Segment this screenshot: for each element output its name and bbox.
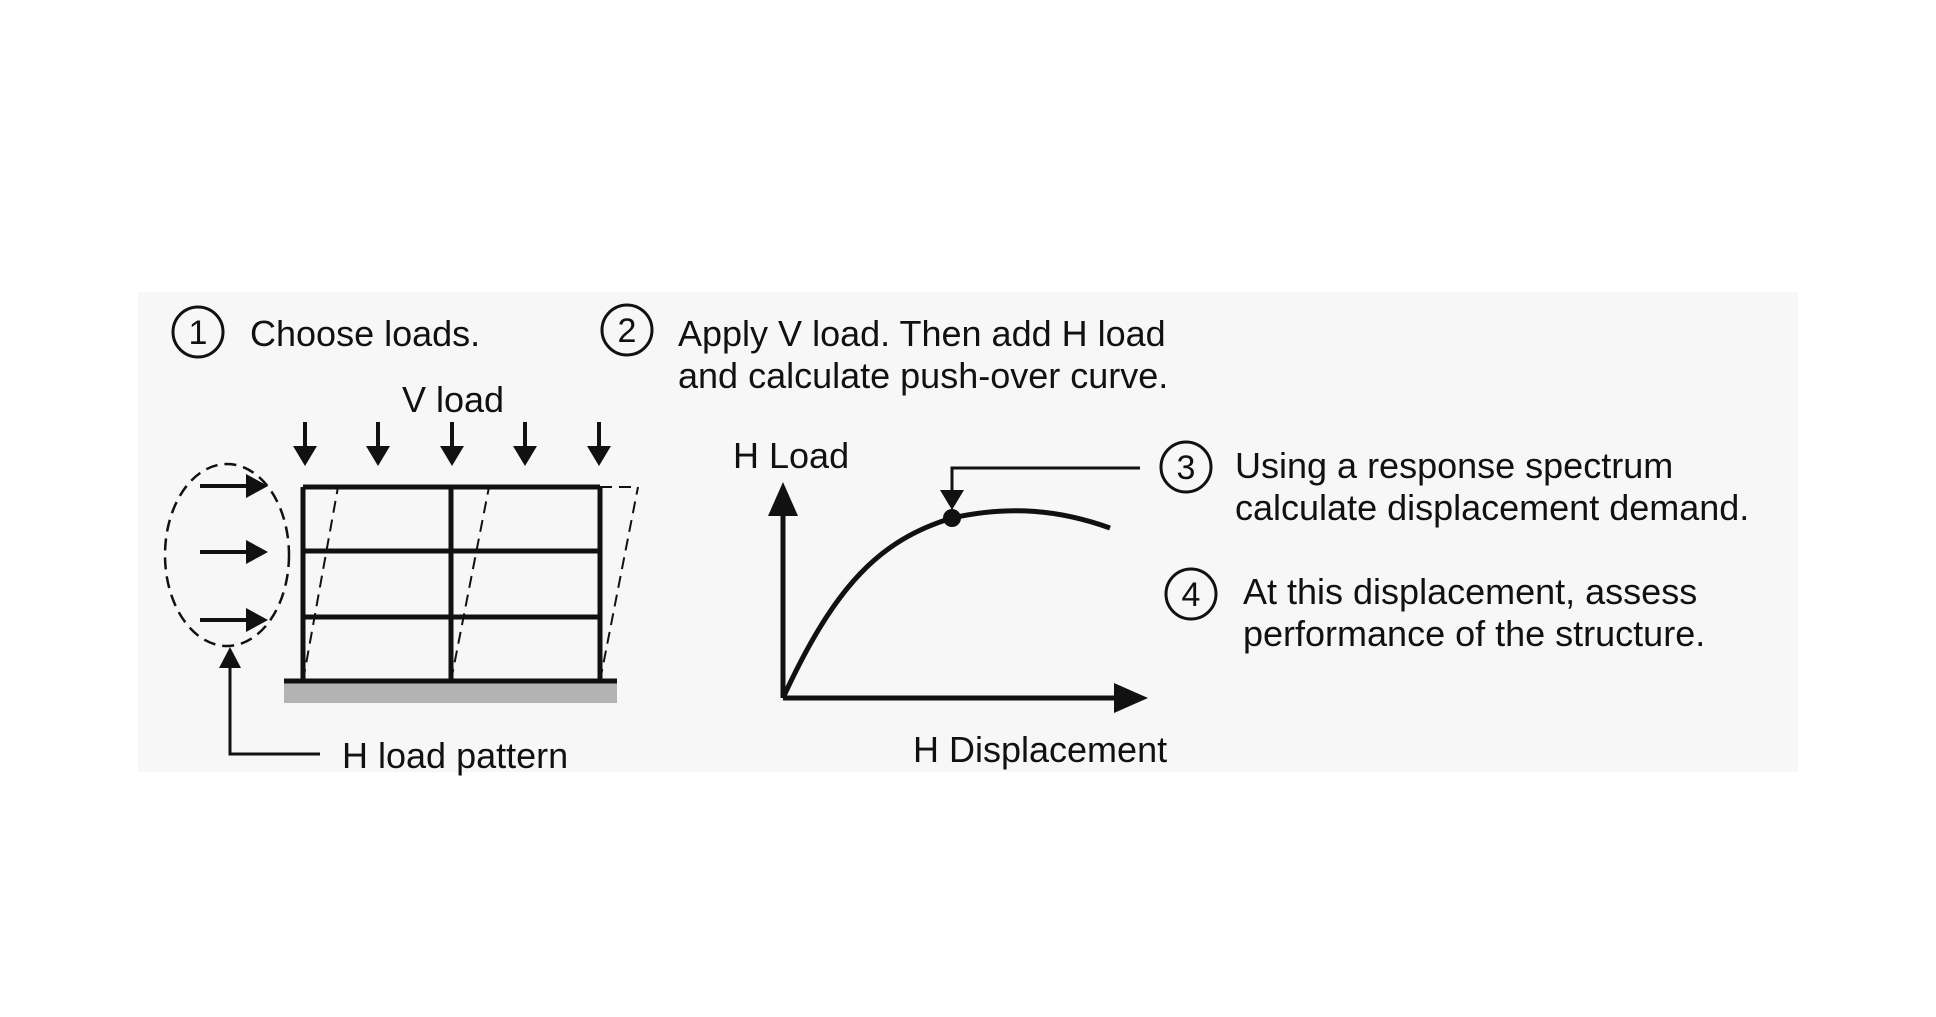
pushover-curve-plot: H Load H Displacement <box>733 435 1167 770</box>
h-load-arrow <box>200 474 268 498</box>
v-load-arrow <box>366 422 390 466</box>
step-4-number-circle <box>1164 567 1218 621</box>
step-1-number-circle <box>171 305 225 359</box>
step-3-text-line-1: Using a response spectrum <box>1235 445 1673 486</box>
step-3: 3 Using a response spectrum calculate di… <box>1159 440 1749 528</box>
step-3-number-circle <box>1159 440 1213 494</box>
h-load-arrow <box>200 540 268 564</box>
v-load-arrow <box>293 422 317 466</box>
step-4: 4 At this displacement, assess performan… <box>1164 567 1705 654</box>
step-2-text-line-1: Apply V load. Then add H load <box>678 313 1166 354</box>
h-displacement-axis-label: H Displacement <box>913 729 1167 770</box>
performance-point <box>943 509 961 527</box>
step-3-text-line-2: calculate displacement demand. <box>1235 487 1749 528</box>
v-load-arrow <box>440 422 464 466</box>
h-load-pattern-ellipse <box>163 462 291 648</box>
step-4-text-line-1: At this displacement, assess <box>1243 571 1697 612</box>
step-2-number: 2 <box>618 312 637 350</box>
v-load-arrow <box>587 422 611 466</box>
step-2-number-circle <box>600 303 654 357</box>
h-load-arrows <box>200 474 268 632</box>
h-load-arrow <box>200 608 268 632</box>
x-axis-arrowhead <box>1114 683 1148 713</box>
step-2-text-line-2: and calculate push-over curve. <box>678 355 1168 396</box>
step-1-number: 1 <box>189 314 208 352</box>
step-4-text-line-2: performance of the structure. <box>1243 613 1705 654</box>
building-frame-illustration: V load <box>163 379 639 776</box>
v-load-label: V load <box>402 379 504 420</box>
v-load-arrows <box>293 422 611 466</box>
deformed-shape <box>302 486 639 682</box>
h-load-pattern-leader <box>228 662 320 756</box>
step-3-number: 3 <box>1177 449 1196 487</box>
step-4-number: 4 <box>1182 576 1201 614</box>
pushover-curve <box>780 508 1111 700</box>
demand-leader-arrowhead <box>940 490 964 510</box>
step-1-text: Choose loads. <box>250 313 480 354</box>
h-load-axis-label: H Load <box>733 435 849 476</box>
y-axis-arrowhead <box>768 482 798 516</box>
h-load-pattern-leader-arrowhead <box>219 647 241 668</box>
step-2: 2 Apply V load. Then add H load and calc… <box>600 303 1168 396</box>
ground <box>284 681 617 703</box>
frame-members <box>284 484 617 684</box>
demand-leader <box>950 466 1140 492</box>
step-1: 1 Choose loads. <box>171 305 480 359</box>
v-load-arrow <box>513 422 537 466</box>
h-load-pattern-label: H load pattern <box>342 735 568 776</box>
